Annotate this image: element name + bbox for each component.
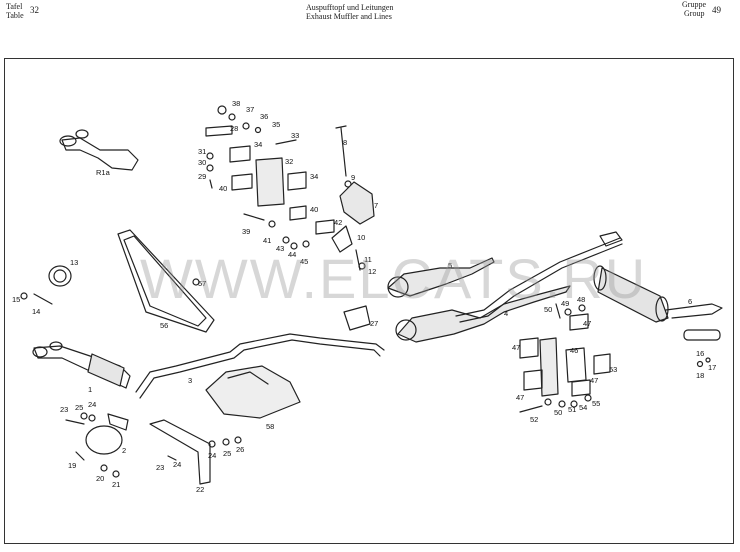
part-label: 47 (512, 343, 520, 352)
part-label: 7 (374, 201, 378, 210)
group-number: 49 (712, 5, 721, 15)
part-label: 48 (577, 295, 585, 304)
part-label: 50 (554, 408, 562, 417)
clamp-ring-part-13 (20, 265, 72, 305)
group-label: Group (684, 9, 705, 18)
hanger-parts-7-12 (331, 125, 375, 271)
part-label: 41 (263, 236, 271, 245)
table-label: Table (6, 11, 24, 20)
part-label: 5 (448, 261, 452, 270)
part-label: 40 (310, 205, 318, 214)
part-label: 56 (160, 321, 168, 330)
part-label: 8 (343, 138, 347, 147)
mounting-bracket-assembly (205, 105, 335, 250)
rear-muffler-part-6 (593, 265, 723, 323)
part-label: 30 (198, 158, 206, 167)
part-label: 23 (156, 463, 164, 472)
manifold-pipe-r1a (59, 129, 139, 171)
part-label: 24 (173, 460, 181, 469)
connecting-pipe-part-4 (455, 231, 623, 323)
part-label: 13 (70, 258, 78, 267)
part-label: 42 (334, 218, 342, 227)
part-label: 47 (516, 393, 524, 402)
front-pipe-part-1 (32, 341, 131, 389)
part-label: 43 (276, 244, 284, 253)
part-18 (696, 360, 704, 368)
part-label: 15 (12, 295, 20, 304)
part-label: 35 (272, 120, 280, 129)
part-label: 19 (68, 461, 76, 470)
part-label: 12 (368, 267, 376, 276)
bracket-part-22 (149, 419, 242, 485)
part-label: 26 (236, 445, 244, 454)
part-label: 23 (60, 405, 68, 414)
part-label: 10 (357, 233, 365, 242)
part-label: 47 (590, 376, 598, 385)
part-label: 11 (364, 255, 372, 264)
title-english: Exhaust Muffler and Lines (306, 12, 392, 21)
part-label: 57 (198, 279, 206, 288)
part-label: 36 (260, 112, 268, 121)
part-label: 27 (370, 319, 378, 328)
part-label: 37 (246, 105, 254, 114)
part-label: 55 (592, 399, 600, 408)
gruppe-label: Gruppe (682, 0, 706, 9)
heat-shield-part-58 (205, 365, 301, 419)
rear-bracket-assembly (519, 303, 611, 413)
part-label: 33 (291, 131, 299, 140)
part-label: 20 (96, 474, 104, 483)
part-label: 6 (688, 297, 692, 306)
part-label: 22 (196, 485, 204, 494)
part-label: 45 (300, 257, 308, 266)
part-label: 46 (570, 346, 578, 355)
part-label: 29 (198, 172, 206, 181)
diagram-frame (4, 58, 734, 544)
pipe-clamp-part-2 (65, 412, 129, 478)
part-label: 9 (351, 173, 355, 182)
part-label: 40 (219, 184, 227, 193)
part-label: 44 (288, 250, 296, 259)
part-17 (705, 357, 711, 363)
part-label: 4 (504, 309, 508, 318)
part-label: 32 (285, 157, 293, 166)
part-label: 16 (696, 349, 704, 358)
part-label: 39 (242, 227, 250, 236)
part-label: 14 (32, 307, 40, 316)
title-german: Auspufftopf und Leitungen (306, 3, 394, 12)
part-label: R1a (96, 168, 111, 177)
part-label: 49 (561, 299, 569, 308)
intermediate-pipe-part-3 (135, 333, 385, 399)
front-muffler-part-5 (387, 257, 571, 343)
part-label: 24 (88, 400, 96, 409)
part-label: 3 (188, 376, 192, 385)
part-label: 2 (122, 446, 126, 455)
part-label: 58 (266, 422, 274, 431)
part-label: 18 (696, 371, 704, 380)
heat-shield-part-56 (117, 229, 215, 333)
part-label: 17 (708, 363, 716, 372)
bracket-part-27 (343, 305, 371, 331)
part-label: 50 (544, 305, 552, 314)
part-number-labels: R1a 38 37 36 35 28 33 31 30 29 34 32 40 … (12, 99, 716, 494)
part-label: 54 (579, 403, 587, 412)
part-label: 38 (232, 99, 240, 108)
tafel-label: Tafel (6, 2, 23, 11)
part-label: 34 (254, 140, 262, 149)
part-label: 52 (530, 415, 538, 424)
part-label: 31 (198, 147, 206, 156)
part-label: 28 (230, 124, 238, 133)
plate-number: 32 (30, 5, 39, 15)
part-label: 1 (88, 385, 92, 394)
part-label: 47 (583, 319, 591, 328)
part-label: 25 (75, 403, 83, 412)
part-label: 53 (609, 365, 617, 374)
tail-tip-part-16 (683, 329, 721, 341)
part-label: 51 (568, 405, 576, 414)
part-label: 21 (112, 480, 120, 489)
part-label: 24 (208, 451, 216, 460)
part-label: 25 (223, 449, 231, 458)
part-label: 34 (310, 172, 318, 181)
